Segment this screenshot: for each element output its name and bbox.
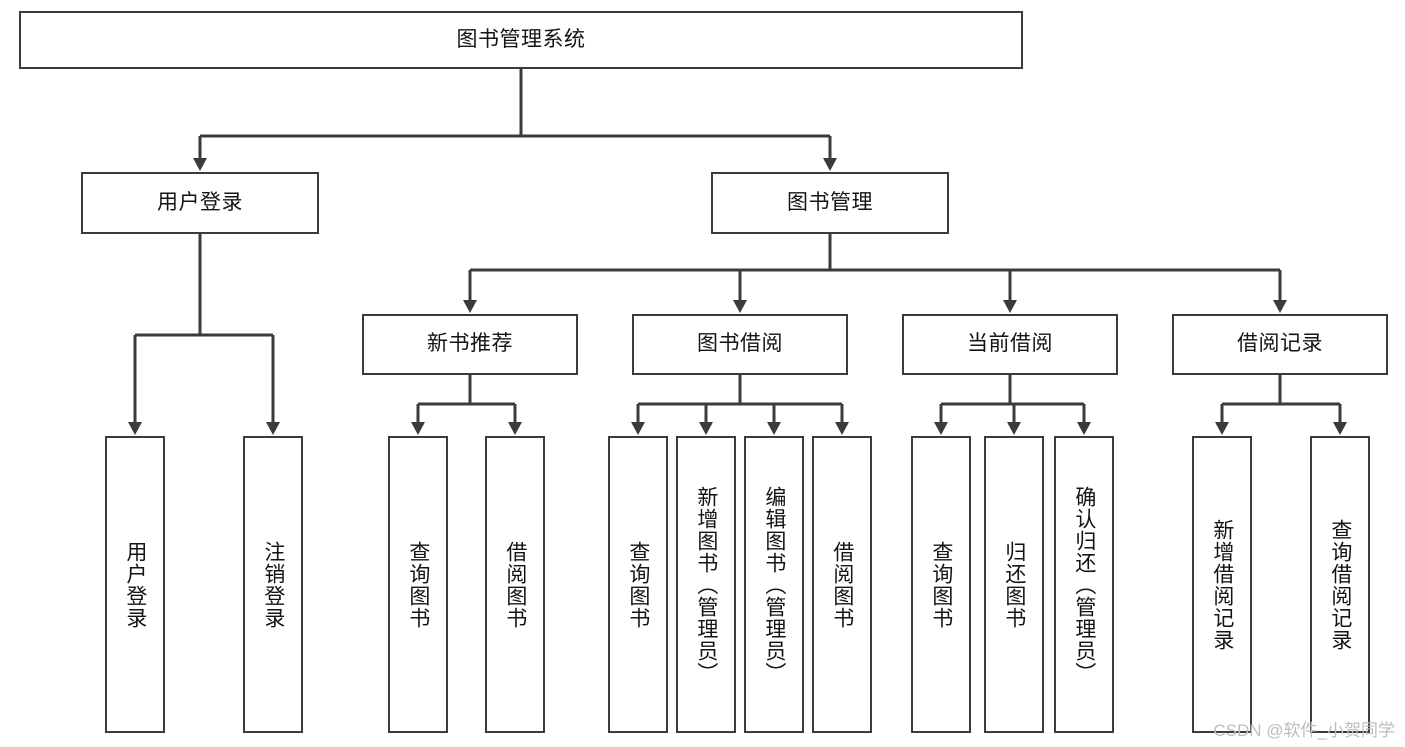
node-label: 注销登录 xyxy=(261,540,285,629)
node-new-book-rec[interactable]: 新书推荐 xyxy=(362,314,578,375)
node-label: 新增图书（管理员） xyxy=(694,485,718,684)
node-leaf-query-book-1[interactable]: 查询图书 xyxy=(388,436,448,733)
node-leaf-logout[interactable]: 注销登录 xyxy=(243,436,303,733)
watermark: CSDN @软件_小贺同学 xyxy=(1213,721,1395,740)
node-leaf-add-record[interactable]: 新增借阅记录 xyxy=(1192,436,1252,733)
node-user-login[interactable]: 用户登录 xyxy=(81,172,319,234)
node-leaf-query-record[interactable]: 查询借阅记录 xyxy=(1310,436,1370,733)
node-borrow-record[interactable]: 借阅记录 xyxy=(1172,314,1388,375)
node-leaf-query-book-2[interactable]: 查询图书 xyxy=(608,436,668,733)
node-label: 新增借阅记录 xyxy=(1210,518,1234,651)
node-label: 图书借阅 xyxy=(697,332,783,356)
node-leaf-borrow-book-2[interactable]: 借阅图书 xyxy=(812,436,872,733)
node-book-borrow[interactable]: 图书借阅 xyxy=(632,314,848,375)
node-leaf-return-book[interactable]: 归还图书 xyxy=(984,436,1044,733)
node-leaf-confirm-return[interactable]: 确认归还（管理员） xyxy=(1054,436,1114,733)
node-leaf-add-book[interactable]: 新增图书（管理员） xyxy=(676,436,736,733)
node-leaf-query-book-3[interactable]: 查询图书 xyxy=(911,436,971,733)
node-label: 编辑图书（管理员） xyxy=(762,485,786,684)
node-leaf-borrow-book-1[interactable]: 借阅图书 xyxy=(485,436,545,733)
node-label: 用户登录 xyxy=(157,190,243,214)
node-label: 查询借阅记录 xyxy=(1328,518,1352,651)
node-label: 确认归还（管理员） xyxy=(1072,485,1096,684)
node-label: 新书推荐 xyxy=(427,332,513,356)
node-label: 借阅图书 xyxy=(503,540,527,629)
node-book-manage[interactable]: 图书管理 xyxy=(711,172,949,234)
node-label: 当前借阅 xyxy=(967,332,1053,356)
node-label: 查询图书 xyxy=(406,540,430,629)
node-label: 图书管理系统 xyxy=(456,27,586,51)
node-label: 图书管理 xyxy=(787,190,873,214)
node-leaf-user-login[interactable]: 用户登录 xyxy=(105,436,165,733)
node-label: 查询图书 xyxy=(929,540,953,629)
node-label: 借阅图书 xyxy=(830,540,854,629)
node-label: 用户登录 xyxy=(123,540,147,629)
node-root[interactable]: 图书管理系统 xyxy=(19,11,1023,69)
node-label: 借阅记录 xyxy=(1237,332,1323,356)
node-current-borrow[interactable]: 当前借阅 xyxy=(902,314,1118,375)
node-label: 归还图书 xyxy=(1002,540,1026,629)
node-leaf-edit-book[interactable]: 编辑图书（管理员） xyxy=(744,436,804,733)
node-label: 查询图书 xyxy=(626,540,650,629)
